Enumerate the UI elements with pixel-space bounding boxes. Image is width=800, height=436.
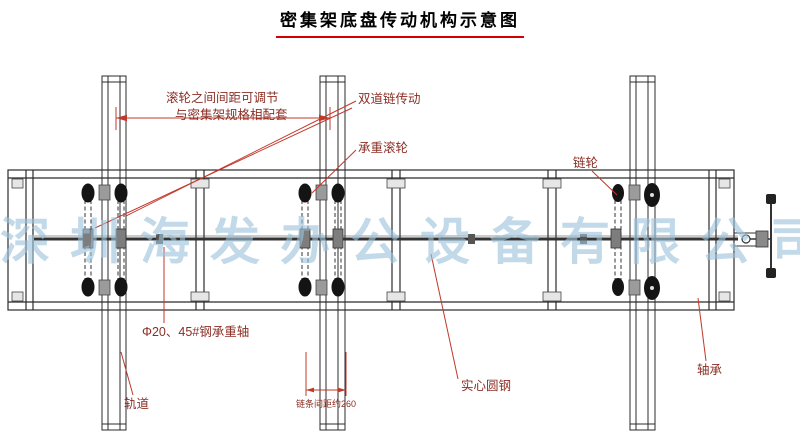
crank-handle — [734, 194, 776, 278]
sprocket-wheel — [612, 184, 624, 202]
sprocket-hub — [115, 228, 127, 249]
roller-wheel — [298, 277, 312, 297]
label-solid-round-steel: 实心圆钢 — [461, 379, 512, 393]
bearing-block — [315, 184, 328, 201]
wheel-center — [650, 286, 654, 290]
wheel-center — [650, 193, 654, 197]
label-steel-axle: Φ20、45#钢承重轴 — [142, 325, 250, 339]
drive-axle — [34, 234, 770, 244]
wheel-assembly-right — [610, 183, 660, 300]
roller-wheel — [298, 183, 312, 203]
label-sprocket: 链轮 — [573, 156, 599, 170]
label-roller-spacing-line1: 滚轮之间间距可调节 — [166, 91, 279, 105]
bearing-block — [98, 184, 111, 201]
roller-wheel — [114, 277, 128, 297]
roller-wheel — [114, 183, 128, 203]
wheel-assembly-left — [81, 183, 128, 297]
bearing-block — [315, 279, 328, 296]
roller-wheel — [81, 183, 95, 203]
sprocket-hub — [82, 228, 94, 249]
rail-right — [629, 75, 656, 431]
sprocket-hub — [610, 228, 622, 249]
wheel-assembly-middle — [298, 183, 345, 297]
roller-wheel — [331, 277, 345, 297]
label-roller-spacing-line2: 与密集架规格相配套 — [175, 107, 288, 122]
label-roller-spacing: 滚轮之间间距可调节 与密集架规格相配套 — [166, 90, 288, 124]
roller-wheel — [81, 277, 95, 297]
sprocket-hub — [299, 228, 311, 249]
frame-joint-plates — [11, 178, 731, 302]
label-load-roller: 承重滚轮 — [358, 141, 409, 155]
bearing-block — [98, 279, 111, 296]
sprocket-hub — [332, 228, 344, 249]
rail-left — [101, 75, 127, 431]
leader-lines — [94, 100, 707, 396]
bearing-block — [628, 184, 641, 201]
bearing-block — [628, 279, 641, 296]
rail-middle — [319, 75, 346, 431]
label-double-chain: 双道链传动 — [358, 92, 421, 106]
page-title: 密集架底盘传动机构示意图 — [276, 6, 524, 38]
label-bearing: 轴承 — [697, 363, 723, 377]
label-chain-spacing: 链条间距约260 — [296, 399, 357, 409]
title-wrap: 密集架底盘传动机构示意图 — [0, 6, 800, 38]
label-rail: 轨道 — [124, 397, 150, 411]
sprocket-wheel — [612, 278, 624, 296]
roller-wheel — [331, 183, 345, 203]
